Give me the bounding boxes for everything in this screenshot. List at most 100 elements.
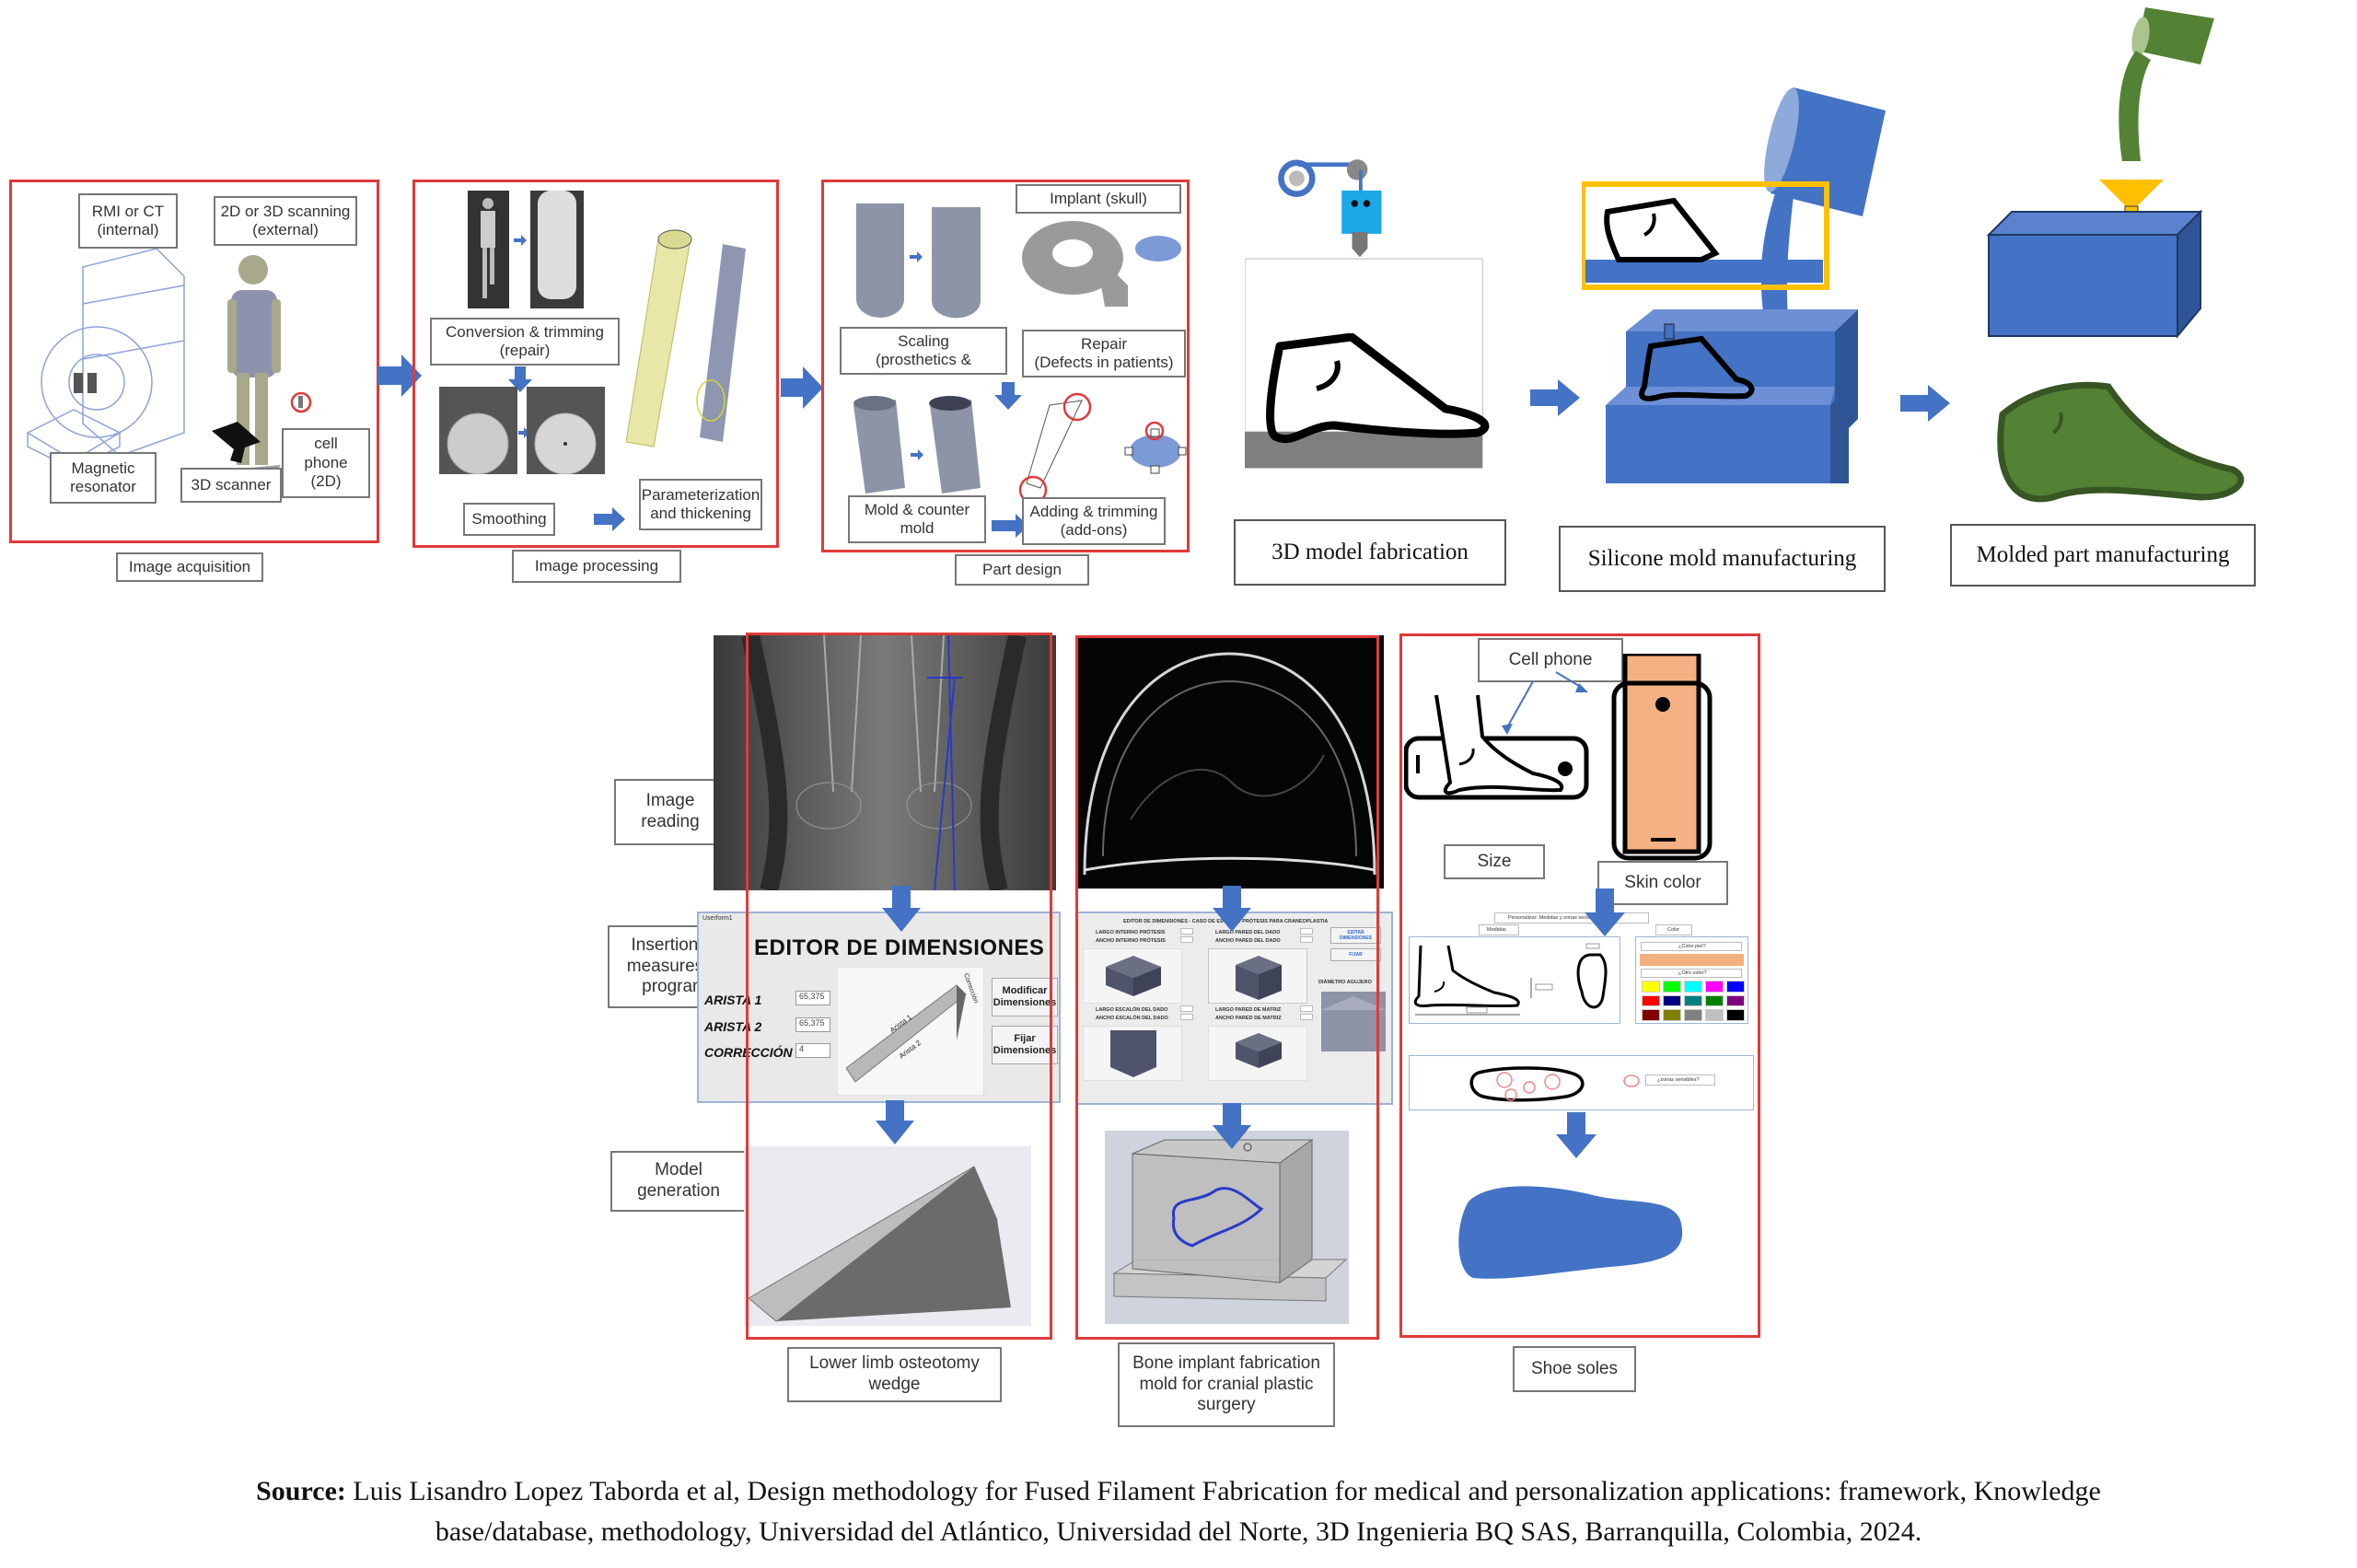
other-color-question: ¿Otro color?: [1641, 969, 1742, 978]
palette-color-swatch[interactable]: [1642, 994, 1660, 1007]
size-label: Size: [1444, 844, 1545, 879]
part-design-frame: [821, 180, 1190, 552]
skin-color-label: Skin color: [1597, 861, 1728, 905]
palette-color-swatch[interactable]: [1726, 1009, 1745, 1021]
scaling-label: Scaling (prosthetics &: [840, 327, 1007, 375]
silicone-pour-illustration: [1582, 87, 1886, 483]
palette-color-swatch[interactable]: [1705, 1009, 1724, 1021]
palette-color-swatch[interactable]: [1726, 981, 1745, 993]
model-generation-label: Model generation: [610, 1151, 747, 1212]
image-processing-frame: [412, 180, 779, 548]
fijar-dimensiones-button[interactable]: Fijar Dimensiones: [992, 1026, 1058, 1064]
arista-1-input[interactable]: 65,375: [795, 991, 830, 1005]
foot-measure-illustration: [1413, 943, 1608, 1016]
flow-arrow-down: [994, 382, 1022, 410]
palette-color-swatch[interactable]: [1663, 1009, 1681, 1021]
palette-color-swatch[interactable]: [1705, 994, 1724, 1007]
palette-color-swatch[interactable]: [1642, 981, 1660, 993]
palette-color-swatch[interactable]: [1705, 981, 1724, 993]
source-line-1: Source: Luis Lisandro Lopez Taborda et a…: [0, 1471, 2357, 1512]
field-label: ANCHO PARED DEL DADO: [1215, 938, 1281, 944]
conversion-trimming-label: Conversion & trimming (repair): [430, 318, 620, 366]
correccion-input[interactable]: 4: [795, 1043, 830, 1058]
3d-scanner-label: 3D scanner: [180, 468, 282, 503]
field-input[interactable]: [1300, 928, 1313, 935]
shoe-soles-frame: [1399, 633, 1760, 1338]
palette-color-swatch[interactable]: [1684, 981, 1702, 993]
sensitive-zones-question: ¿zonas sensibles?: [1645, 1074, 1715, 1086]
field-input[interactable]: [1180, 1014, 1193, 1020]
flow-arrow-right: [992, 514, 1028, 538]
field-input[interactable]: [1180, 928, 1193, 935]
flow-arrow-right: [594, 507, 625, 531]
dialog-title: EDITOR DE DIMENSIONES: [754, 935, 1045, 960]
add-ons-illustration: [1018, 392, 1187, 505]
body-scan-images: [468, 191, 584, 308]
osteotomy-wedge-model: [744, 1146, 1031, 1326]
image-acquisition-frame: [9, 180, 379, 543]
flow-arrow-down: [1213, 886, 1251, 932]
cell-phone-2d-label: cell phone (2D): [282, 428, 370, 498]
field-label: ANCHO PARED DE MATRIZ: [1215, 1016, 1282, 1021]
cranial-mold-caption: Bone implant fabrication mold for crania…: [1118, 1342, 1335, 1427]
field-input[interactable]: [1300, 1014, 1313, 1020]
palette-color-swatch[interactable]: [1642, 1009, 1660, 1021]
field-input[interactable]: [1300, 1005, 1313, 1012]
mold-detail-image: [1321, 992, 1386, 1051]
image-processing-caption: Image processing: [512, 550, 681, 583]
phone-foot-capture-illustration: [1404, 654, 1713, 861]
personalize-header-text: Personalizar: Medidas y zonas sensibles: [1508, 915, 1600, 921]
palette-color-swatch[interactable]: [1684, 1009, 1702, 1021]
color-panel: ¿Color piel? ¿Otro color?: [1635, 936, 1748, 1024]
field-input[interactable]: [1180, 936, 1193, 943]
tab-medidas[interactable]: Medidas: [1479, 924, 1519, 935]
fijar-button[interactable]: FIJAR: [1330, 948, 1381, 961]
rmi-ct-label: RMI or CT (internal): [78, 193, 178, 249]
scanning-label: 2D or 3D scanning (external): [214, 196, 357, 246]
flow-arrow-down: [1585, 889, 1625, 936]
arista-2-input[interactable]: 65,375: [795, 1017, 830, 1032]
flow-arrow-down: [508, 366, 532, 392]
foot-sole-sensitive-illustration: [1469, 1066, 1585, 1102]
mold-cylinders: [853, 396, 981, 494]
shoe-sole-shape: [1458, 1186, 1683, 1279]
skin-color-question: ¿Color piel?: [1641, 942, 1742, 951]
palette-color-swatch[interactable]: [1663, 994, 1681, 1007]
cranial-editor-dialog: EDITOR DE DIMENSIONES - CASO DE ESTUDIO:…: [1075, 912, 1393, 1105]
palette-color-swatch[interactable]: [1726, 994, 1745, 1007]
skin-color-question-text: ¿Color piel?: [1678, 944, 1706, 949]
cell-phone-label: Cell phone: [1478, 638, 1623, 682]
mold-preview-image: [1208, 1026, 1307, 1081]
flow-arrow-right: [1900, 385, 1950, 422]
dialog-window-title: Userform1: [702, 915, 733, 922]
smoothing-label: Smoothing: [463, 503, 555, 536]
other-color-question-text: ¿Otro color?: [1678, 970, 1707, 976]
flow-arrow-right: [377, 354, 422, 397]
modificar-dimensiones-button[interactable]: Modificar Dimensiones: [992, 978, 1058, 1016]
silicone-mold-caption: Silicone mold manufacturing: [1559, 526, 1886, 592]
field-label: LARGO ESCALÓN DEL DADO: [1096, 1007, 1168, 1013]
molded-part-caption: Molded part manufacturing: [1950, 524, 2256, 587]
mri-machine-illustration: [26, 249, 185, 470]
palette-color-swatch[interactable]: [1663, 981, 1681, 993]
palette-color-swatch[interactable]: [1684, 994, 1702, 1007]
field-input[interactable]: [1300, 936, 1313, 943]
mold-preview-image: [1208, 948, 1307, 1004]
personalize-header: Personalizar: Medidas y zonas sensibles: [1494, 912, 1649, 923]
flow-arrow-down: [1213, 1103, 1251, 1149]
image-reading-label: Image reading: [614, 779, 726, 845]
knee-xray-image: [714, 635, 1056, 890]
parameterization-label: Parameterization and thickening: [639, 479, 762, 530]
tab-color[interactable]: Color: [1655, 924, 1692, 935]
field-input[interactable]: [1180, 1005, 1193, 1012]
magnetic-resonator-label: Magnetic resonator: [50, 452, 157, 504]
flow-arrow-right: [1530, 379, 1580, 416]
source-line-2: base/database, methodology, Universidad …: [435, 1516, 1922, 1547]
skull-ct-image: [1075, 635, 1384, 889]
shoe-soles-caption: Shoe soles: [1513, 1346, 1636, 1392]
skin-color-swatch[interactable]: [1640, 954, 1744, 966]
editar-dimensiones-button[interactable]: EDITAR DIMENSIONES: [1330, 927, 1381, 944]
mold-counter-mold-label: Mold & counter mold: [848, 495, 986, 543]
field-label: ANCHO INTERNO PRÓTESIS: [1096, 938, 1166, 944]
source-prefix: Source:: [256, 1476, 346, 1506]
